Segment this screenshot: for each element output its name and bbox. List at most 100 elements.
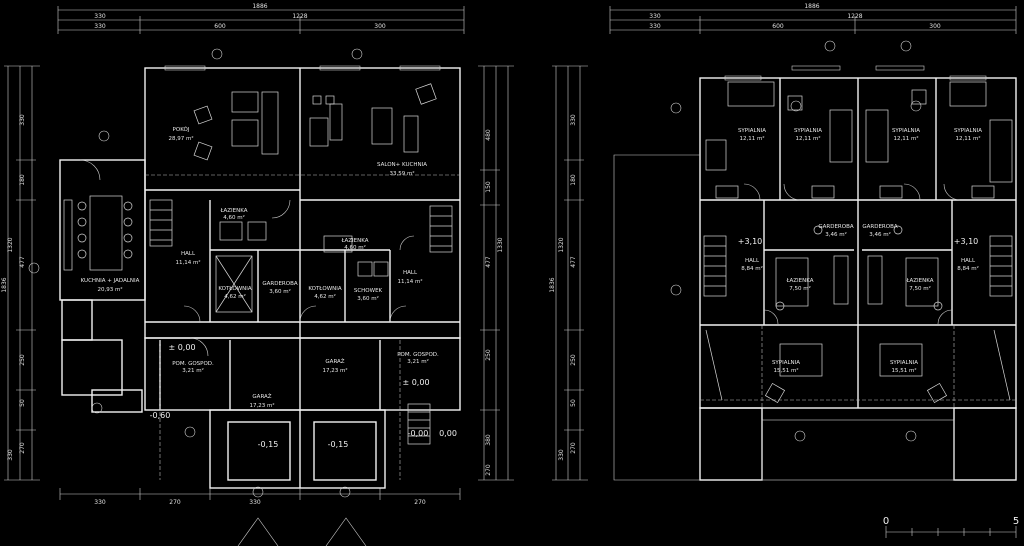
dim-v: 1836 (549, 277, 556, 292)
ground-right-dimensions: 480 150 1330 477 250 380 270 (478, 65, 514, 481)
dim-v: 477 (570, 256, 577, 268)
dim-segment: 330 (94, 13, 106, 20)
room-name: GARDEROBA (818, 224, 853, 230)
room-name: POM. GOSPOD. (172, 361, 214, 367)
dim-v: 380 (485, 434, 492, 446)
room-name: SYPIALNIA (954, 128, 982, 134)
level-mark: ± 0,00 (402, 378, 429, 387)
dim-bottom: 270 (169, 499, 181, 506)
room-area: 3,21 m² (407, 358, 429, 365)
dim-segment: 1228 (292, 13, 307, 20)
level-mark: ± 0,00 (168, 343, 195, 352)
dim-v: 330 (7, 449, 14, 461)
dim-v: 330 (19, 114, 26, 126)
dim-segment: 330 (94, 23, 106, 30)
dim-bottom: 330 (94, 499, 106, 506)
room-area: 20,93 m² (97, 286, 122, 293)
room-name: SYPIALNIA (738, 128, 766, 134)
dim-v: 477 (485, 256, 492, 268)
ground-dashed (145, 174, 460, 480)
dim-v: 250 (485, 349, 492, 361)
room-area: 17,23 m² (322, 367, 347, 374)
ground-entrance-arrows (237, 517, 367, 546)
room-name: SCHOWEK (354, 288, 383, 294)
room-name: GARDEROBA (262, 281, 297, 287)
room-area: 12,11 m² (739, 135, 764, 142)
dim-v: 150 (485, 181, 492, 193)
upper-left-dimensions: 330 180 477 1320 1836 250 50 270 330 (549, 65, 588, 481)
room-name: SYPIALNIA (890, 360, 918, 366)
ground-doors (79, 159, 415, 357)
level-mark: -0,00 (408, 429, 429, 438)
room-area: 4,60 m² (223, 214, 245, 221)
dim-v: 250 (570, 354, 577, 366)
ground-walls (59, 67, 461, 489)
upper-stairs (703, 235, 1013, 401)
upper-room-labels: SYPIALNIA 12,11 m² SYPIALNIA 12,11 m² SY… (738, 128, 982, 374)
scale-label-end: 5 (1013, 516, 1019, 527)
ground-floor-plan: 1886 330 1228 330 600 300 330 180 477 13… (1, 3, 514, 546)
room-area: 8,84 m² (741, 265, 763, 272)
room-area: 3,46 m² (825, 231, 847, 238)
dim-segment: 600 (214, 23, 226, 30)
room-name: GARAŻ (325, 358, 344, 365)
room-name: SYPIALNIA (794, 128, 822, 134)
room-area: 15,51 m² (773, 367, 798, 374)
room-area: 3,60 m² (357, 295, 379, 302)
upper-dashed (700, 325, 1016, 408)
dim-total: 1886 (252, 3, 267, 10)
room-name: KOTŁOWNIA (308, 286, 342, 292)
upper-axis-markers (670, 40, 922, 442)
room-area: 11,14 m² (397, 278, 422, 285)
room-name: SALON+ KUCHNIA (377, 162, 427, 168)
dim-total: 1886 (804, 3, 819, 10)
dim-v: 270 (570, 442, 577, 454)
dim-v: 50 (570, 399, 577, 407)
level-mark: 0,00 (439, 429, 457, 438)
ground-windows (164, 65, 441, 71)
room-name: SYPIALNIA (772, 360, 800, 366)
room-area: 15,51 m² (891, 367, 916, 374)
room-area: 3,46 m² (869, 231, 891, 238)
room-name: POKÓJ (173, 126, 190, 133)
room-name: ŁAZIENKA (219, 208, 247, 214)
room-area: 12,11 m² (955, 135, 980, 142)
dim-segment: 330 (649, 23, 661, 30)
level-mark: -0,15 (258, 440, 279, 449)
room-area: 33,59 m² (389, 170, 414, 177)
dim-segment: 330 (649, 13, 661, 20)
dim-v: 250 (19, 354, 26, 366)
dim-bottom: 270 (414, 499, 426, 506)
dim-v: 50 (19, 399, 26, 407)
room-name: POM. GOSPOD. (397, 352, 439, 358)
dim-segment: 1228 (847, 13, 862, 20)
dim-v: 1320 (558, 237, 565, 252)
level-mark: +3,10 (738, 237, 763, 246)
dim-v: 270 (19, 442, 26, 454)
dim-v: 1320 (7, 237, 14, 252)
dim-v: 1330 (497, 237, 504, 252)
dim-bottom: 330 (249, 499, 261, 506)
room-name: HALL (181, 251, 196, 257)
room-name: HALL (961, 258, 976, 264)
ground-room-labels: POKÓJ 28,97 m² SALON+ KUCHNIA 33,59 m² K… (81, 126, 439, 409)
room-area: 12,11 m² (893, 135, 918, 142)
upper-top-dimensions: 1886 330 1228 330 600 300 (609, 3, 1017, 34)
upper-floor-plan: 1886 330 1228 330 600 300 330 180 477 13… (549, 3, 1017, 481)
dim-v: 477 (19, 256, 26, 268)
room-area: 3,60 m² (269, 288, 291, 295)
room-name: HALL (745, 258, 760, 264)
scale-label-start: 0 (883, 516, 889, 527)
dim-v: 1836 (1, 277, 8, 292)
room-area: 28,97 m² (168, 135, 193, 142)
dim-segment: 300 (374, 23, 386, 30)
upper-doors (743, 183, 961, 325)
room-area: 12,11 m² (795, 135, 820, 142)
room-name: GARAŻ (252, 393, 271, 400)
upper-levels: +3,10 +3,10 (738, 237, 979, 246)
dim-v: 330 (558, 449, 565, 461)
ground-stairs (149, 199, 453, 253)
room-name: KUCHNIA + JADALNIA (81, 278, 140, 284)
room-name: SYPIALNIA (892, 128, 920, 134)
